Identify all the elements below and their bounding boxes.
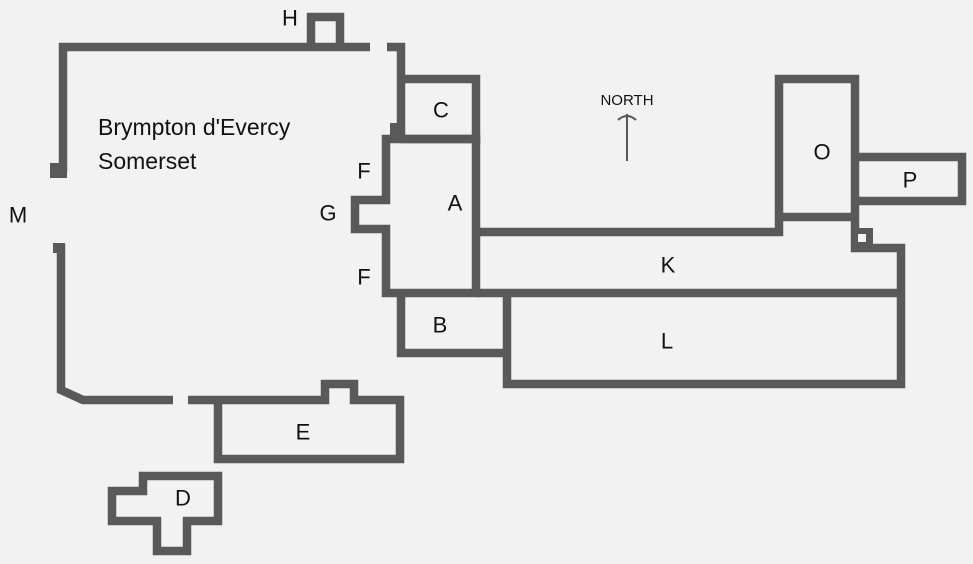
room-H xyxy=(306,12,345,47)
wall-stub-west-upper xyxy=(50,163,67,178)
room-A xyxy=(350,134,481,298)
label-K: K xyxy=(661,253,676,278)
label-L: L xyxy=(661,329,673,354)
small-chamber-hole xyxy=(858,234,866,242)
label-B: B xyxy=(433,313,448,338)
label-E: E xyxy=(296,420,311,445)
room-K xyxy=(476,74,906,389)
label-G: G xyxy=(319,201,336,226)
label-A: A xyxy=(448,191,463,216)
north-arrow-icon xyxy=(617,114,637,161)
room-D xyxy=(107,471,223,556)
title-line-1: Brympton d'Evercy xyxy=(98,114,291,140)
label-D: D xyxy=(175,486,191,511)
room-B xyxy=(396,293,507,358)
wall-west-lower xyxy=(56,244,173,405)
wall-stub-west-lower xyxy=(53,243,65,253)
label-F-upper: F xyxy=(357,159,370,184)
wall-north-main xyxy=(58,42,370,172)
label-P: P xyxy=(903,168,918,193)
room-P xyxy=(855,152,967,206)
wall-north-east xyxy=(387,42,406,139)
label-F-lower: F xyxy=(357,265,370,290)
label-O: O xyxy=(813,140,830,165)
room-E xyxy=(188,379,405,464)
label-M: M xyxy=(9,203,27,228)
label-H: H xyxy=(282,6,298,31)
north-label: NORTH xyxy=(600,92,653,109)
title-line-2: Somerset xyxy=(98,148,197,174)
label-C: C xyxy=(433,98,449,123)
